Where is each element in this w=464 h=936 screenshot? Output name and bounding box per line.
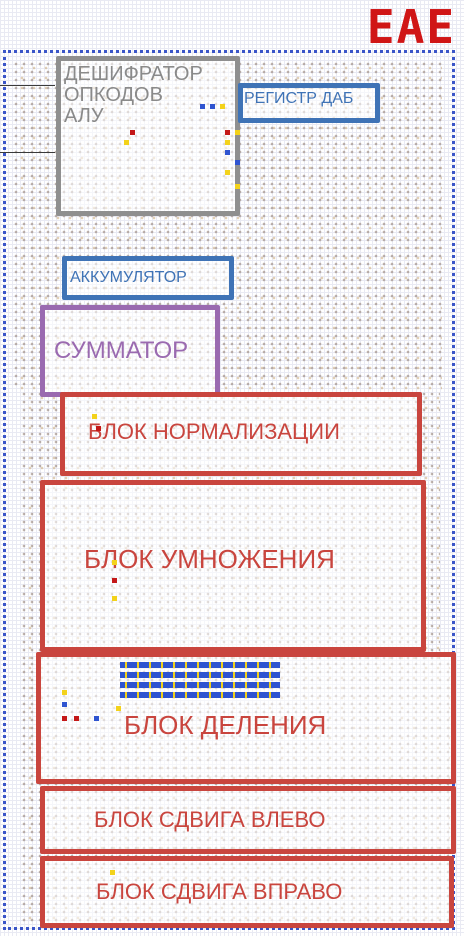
signal-pixel — [74, 716, 79, 721]
adder-label: СУММАТОР — [54, 338, 188, 363]
shift-left-label: БЛОК СДВИГА ВЛЕВО — [94, 808, 326, 831]
decoder-label: ДЕШИФРАТОР ОПКОДОВ АЛУ — [64, 64, 203, 127]
signal-pixel — [235, 130, 240, 135]
data-bus-row — [120, 662, 280, 668]
signal-pixel — [235, 184, 240, 189]
input-wire — [0, 85, 55, 86]
multiplication-label: БЛОК УМНОЖЕНИЯ — [84, 546, 335, 573]
signal-pixel — [130, 130, 135, 135]
signal-pixel — [92, 414, 97, 419]
signal-pixel — [210, 104, 215, 109]
signal-pixel — [62, 690, 67, 695]
signal-pixel — [110, 870, 115, 875]
signal-pixel — [112, 560, 117, 565]
normalization-label: БЛОК НОРМАЛИЗАЦИИ — [88, 420, 340, 443]
accumulator-label: АККУМУЛЯТОР — [70, 270, 187, 287]
input-wire — [0, 152, 55, 153]
signal-pixel — [225, 130, 230, 135]
signal-pixel — [112, 578, 117, 583]
data-bus-row — [120, 672, 280, 678]
signal-pixel — [116, 706, 121, 711]
shift-right-label: БЛОК СДВИГА ВПРАВО — [96, 880, 342, 903]
signal-pixel — [225, 150, 230, 155]
signal-pixel — [94, 716, 99, 721]
signal-pixel — [124, 140, 129, 145]
signal-pixel — [220, 104, 225, 109]
title-eae: EAE — [367, 0, 456, 54]
signal-pixel — [62, 702, 67, 707]
signal-pixel — [62, 716, 67, 721]
signal-pixel — [235, 160, 240, 165]
signal-pixel — [96, 426, 101, 431]
data-bus-row — [120, 692, 280, 698]
signal-pixel — [200, 104, 205, 109]
register-label: РЕГИСТР ДАБ — [244, 91, 353, 108]
signal-pixel — [112, 596, 117, 601]
data-bus-row — [120, 682, 280, 688]
signal-pixel — [225, 170, 230, 175]
signal-pixel — [225, 140, 230, 145]
division-label: БЛОК ДЕЛЕНИЯ — [124, 712, 326, 739]
